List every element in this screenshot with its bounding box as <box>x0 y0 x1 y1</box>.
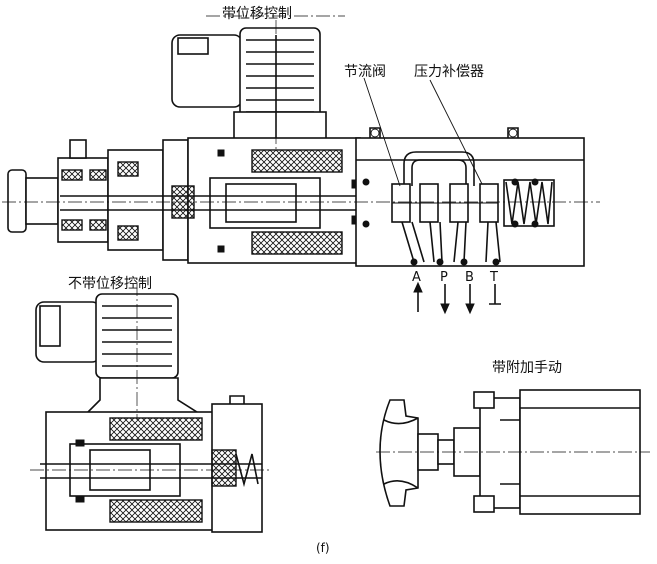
solenoid-without-position-control <box>30 282 270 533</box>
label-with-position-control: 带位移控制 <box>222 6 292 22</box>
label-without-position-control: 不带位移控制 <box>68 276 152 292</box>
label-port-p: P <box>440 270 448 285</box>
figure-caption: (f) <box>316 541 330 555</box>
label-port-t: T <box>489 270 498 285</box>
label-port-b: B <box>465 270 474 285</box>
label-port-a: A <box>412 270 421 285</box>
solenoid-body <box>171 137 361 264</box>
label-throttle-valve: 节流阀 <box>344 64 386 80</box>
port-arrows <box>413 281 501 315</box>
main-valve-assembly <box>2 15 600 315</box>
label-with-manual-override: 带附加手动 <box>492 360 562 376</box>
sensor-end-left <box>7 139 189 261</box>
label-pressure-compensator: 压力补偿器 <box>414 64 484 80</box>
valve-body <box>355 127 585 267</box>
position-sensor-plug <box>171 27 327 143</box>
manual-override-assembly <box>376 389 650 515</box>
